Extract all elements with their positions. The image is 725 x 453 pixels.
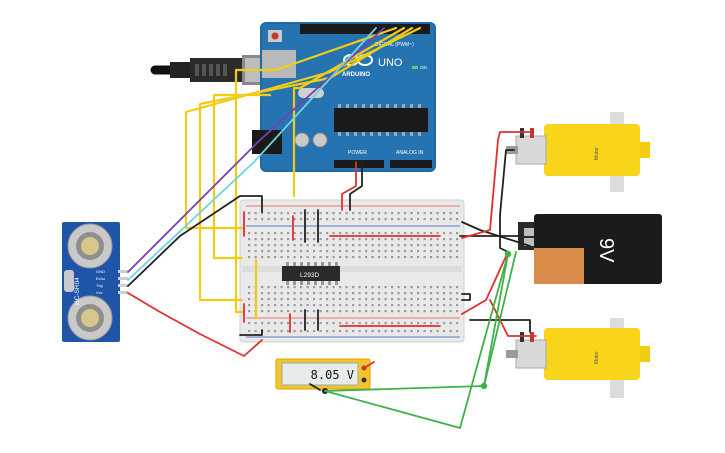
chip-label: L293D — [300, 272, 319, 279]
dc-motor-top[interactable]: Motor — [506, 112, 650, 192]
hc-sr04-sensor[interactable]: HC-SR04 GND Echo Trig Vcc — [62, 222, 128, 342]
motor-label: Motor — [594, 147, 600, 160]
dc-motor-bottom[interactable]: Motor — [506, 318, 650, 398]
sensor-pin-label: GND — [96, 269, 105, 274]
arduino-brand-label: ARDUINO — [342, 72, 370, 78]
battery-9v[interactable]: 9V — [518, 214, 662, 284]
power-label: POWER — [348, 150, 367, 156]
sensor-pin-label: Vcc — [96, 290, 103, 295]
wires — [127, 26, 537, 429]
digital-header — [300, 24, 430, 34]
breadboard[interactable] — [239, 199, 465, 343]
motor-label: Motor — [594, 351, 600, 364]
battery-label: 9V — [595, 238, 617, 263]
sensor-pin-label: Echo — [96, 276, 106, 281]
analog-label: ANALOG IN — [396, 150, 424, 156]
l293d-driver-chip[interactable]: L293D — [282, 262, 340, 285]
analog-header — [390, 160, 432, 168]
wire-junctions — [480, 250, 512, 390]
sensor-pin-label: Trig — [96, 283, 103, 288]
on-led — [412, 66, 418, 69]
arduino-model-label: UNO — [378, 57, 403, 69]
power-header — [334, 160, 384, 168]
sensor-model-label: HC-SR04 — [74, 277, 81, 305]
breadboard-holes — [248, 212, 459, 333]
multimeter[interactable]: 8.05 V — [275, 358, 371, 394]
atmega-chip — [334, 108, 428, 132]
on-label: ON — [420, 65, 427, 70]
voltage-reading: 8.05 V — [311, 368, 354, 382]
arduino-uno-board[interactable]: ARDUINO UNO DIGITAL (PWM~) POWER ANALOG … — [252, 22, 436, 172]
digital-label: DIGITAL (PWM~) — [375, 42, 414, 48]
